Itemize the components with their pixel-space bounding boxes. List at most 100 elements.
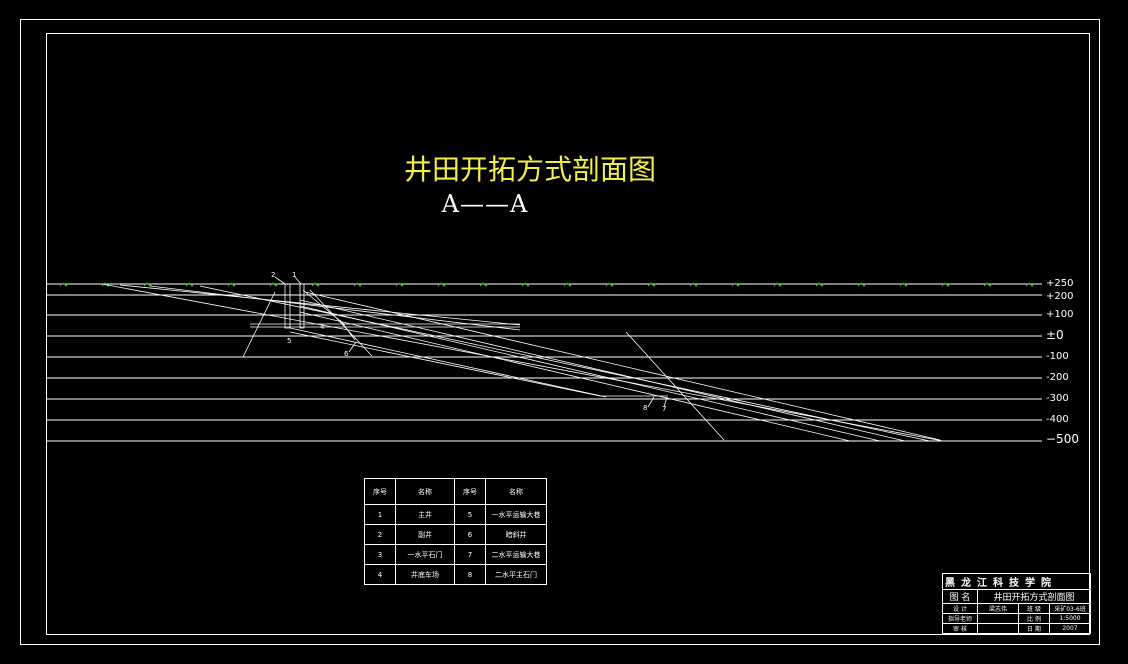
level-lines <box>46 283 1042 442</box>
tb-scale-value: 1:5000 <box>1049 613 1091 624</box>
main-shaft <box>299 283 305 329</box>
level-label-minus200: -200 <box>1046 372 1069 383</box>
inclined-drift-lower <box>289 331 601 397</box>
ground-mark <box>563 282 574 287</box>
ground-marks <box>59 282 1036 287</box>
legend-cell: 7 <box>454 544 486 565</box>
legend-header-no-1: 序号 <box>364 478 396 505</box>
level-label-minus400: -400 <box>1046 414 1069 425</box>
point-label-6: 6 <box>344 350 349 358</box>
tb-reviewer <box>977 623 1019 634</box>
level-label-100: +100 <box>1046 309 1074 320</box>
legend-cell: 5 <box>454 504 486 525</box>
tb-advisor <box>977 613 1019 624</box>
legend-header-row: 序号 名称 序号 名称 <box>364 478 547 505</box>
ground-mark <box>857 282 868 287</box>
tb-designer: 梁志伟 <box>977 603 1019 614</box>
inclined-drift <box>289 327 607 398</box>
leader-8 <box>647 396 655 408</box>
tb-name-label: 图 名 <box>942 589 978 604</box>
seam-upper-b <box>149 285 521 331</box>
school-name: 黑龙江科技学院 <box>942 573 1091 590</box>
legend-cell: 4 <box>364 564 396 585</box>
coal-seam-3 <box>299 299 906 442</box>
fault-line-left <box>242 291 276 358</box>
ground-mark <box>185 282 196 287</box>
point-label-4: 4 <box>320 323 325 331</box>
section-label: A——A <box>441 190 529 218</box>
legend-header-name-1: 名称 <box>395 478 455 505</box>
legend-cell: 2 <box>364 524 396 545</box>
legend-cell: 暗斜井 <box>485 524 547 545</box>
level-label-250: +250 <box>1046 278 1074 289</box>
legend-cell: 一水平运输大巷 <box>485 504 547 525</box>
leader-1 <box>294 276 302 285</box>
auxiliary-shaft <box>284 283 291 329</box>
ground-mark <box>1025 282 1036 287</box>
ground-mark <box>605 282 616 287</box>
connector-c <box>339 319 356 341</box>
ground-mark <box>689 282 700 287</box>
coal-seam-4 <box>299 305 881 442</box>
legend-header-name-2: 名称 <box>485 478 547 505</box>
legend-cell: 3 <box>364 544 396 565</box>
legend-cell: 二水平主石门 <box>485 564 547 585</box>
ground-mark <box>941 282 952 287</box>
legend-header-no-2: 序号 <box>454 478 486 505</box>
ground-mark <box>143 282 154 287</box>
level-label-minus300: -300 <box>1046 393 1069 404</box>
ground-mark <box>311 282 322 287</box>
tb-date-label: 日 期 <box>1018 623 1050 634</box>
legend-row: 3 一水平石门 7 二水平运输大巷 <box>364 544 547 565</box>
level-label-200: +200 <box>1046 291 1074 302</box>
fault-line-right <box>625 331 725 441</box>
legend-cell: 井底车场 <box>395 564 455 585</box>
ground-mark <box>521 282 532 287</box>
legend-row: 4 井底车场 8 二水平主石门 <box>364 564 547 585</box>
legend-cell: 8 <box>454 564 486 585</box>
tb-date-value: 2007 <box>1049 623 1091 634</box>
ground-mark <box>353 282 364 287</box>
level-label-0: ±0 <box>1046 328 1064 342</box>
coal-seam-1 <box>101 283 944 442</box>
legend-row: 2 副井 6 暗斜井 <box>364 524 547 545</box>
legend-cell: 二水平运输大巷 <box>485 544 547 565</box>
connector-b <box>309 289 373 357</box>
ground-mark <box>479 282 490 287</box>
point-label-1: 1 <box>292 271 297 279</box>
tb-class-label: 班 级 <box>1018 603 1050 614</box>
ground-mark <box>269 282 280 287</box>
ground-mark <box>773 282 784 287</box>
tb-class-value: 采矿03-6班 <box>1049 603 1091 614</box>
drawing-title: 井田开拓方式剖面图 <box>403 153 656 186</box>
drawing-border-outer <box>20 19 1100 645</box>
point-label-8: 8 <box>643 404 648 412</box>
ground-mark <box>983 282 994 287</box>
coal-seam-5 <box>299 311 851 442</box>
legend-table: 序号 名称 序号 名称 1 主井 5 一水平运输大巷 2 副井 6 暗斜井 3 … <box>364 478 547 585</box>
legend-cell: 主井 <box>395 504 455 525</box>
leader-7 <box>663 396 668 408</box>
tb-scale-label: 比 例 <box>1018 613 1050 624</box>
level-label-minus100: -100 <box>1046 351 1069 362</box>
connector-a <box>302 289 346 326</box>
seam-upper-a <box>119 284 521 326</box>
title-block: 黑龙江科技学院 图 名 井田开拓方式剖面图 设 计 梁志伟 班 级 采矿03-6… <box>942 573 1091 634</box>
geology-lines <box>101 276 944 442</box>
tb-review-label: 审 核 <box>942 623 978 634</box>
coal-seam-2 <box>199 285 931 442</box>
drawing-border-inner <box>46 33 1090 635</box>
ground-mark <box>395 282 406 287</box>
ground-mark <box>437 282 448 287</box>
tb-advisor-label: 指导老师 <box>942 613 978 624</box>
legend-cell: 副井 <box>395 524 455 545</box>
point-label-7: 7 <box>662 405 667 413</box>
point-label-5: 5 <box>287 337 292 345</box>
ground-mark <box>647 282 658 287</box>
legend-row: 1 主井 5 一水平运输大巷 <box>364 504 547 525</box>
ground-mark <box>731 282 742 287</box>
leader-6 <box>348 341 357 353</box>
tb-design-label: 设 计 <box>942 603 978 614</box>
legend-cell: 1 <box>364 504 396 525</box>
